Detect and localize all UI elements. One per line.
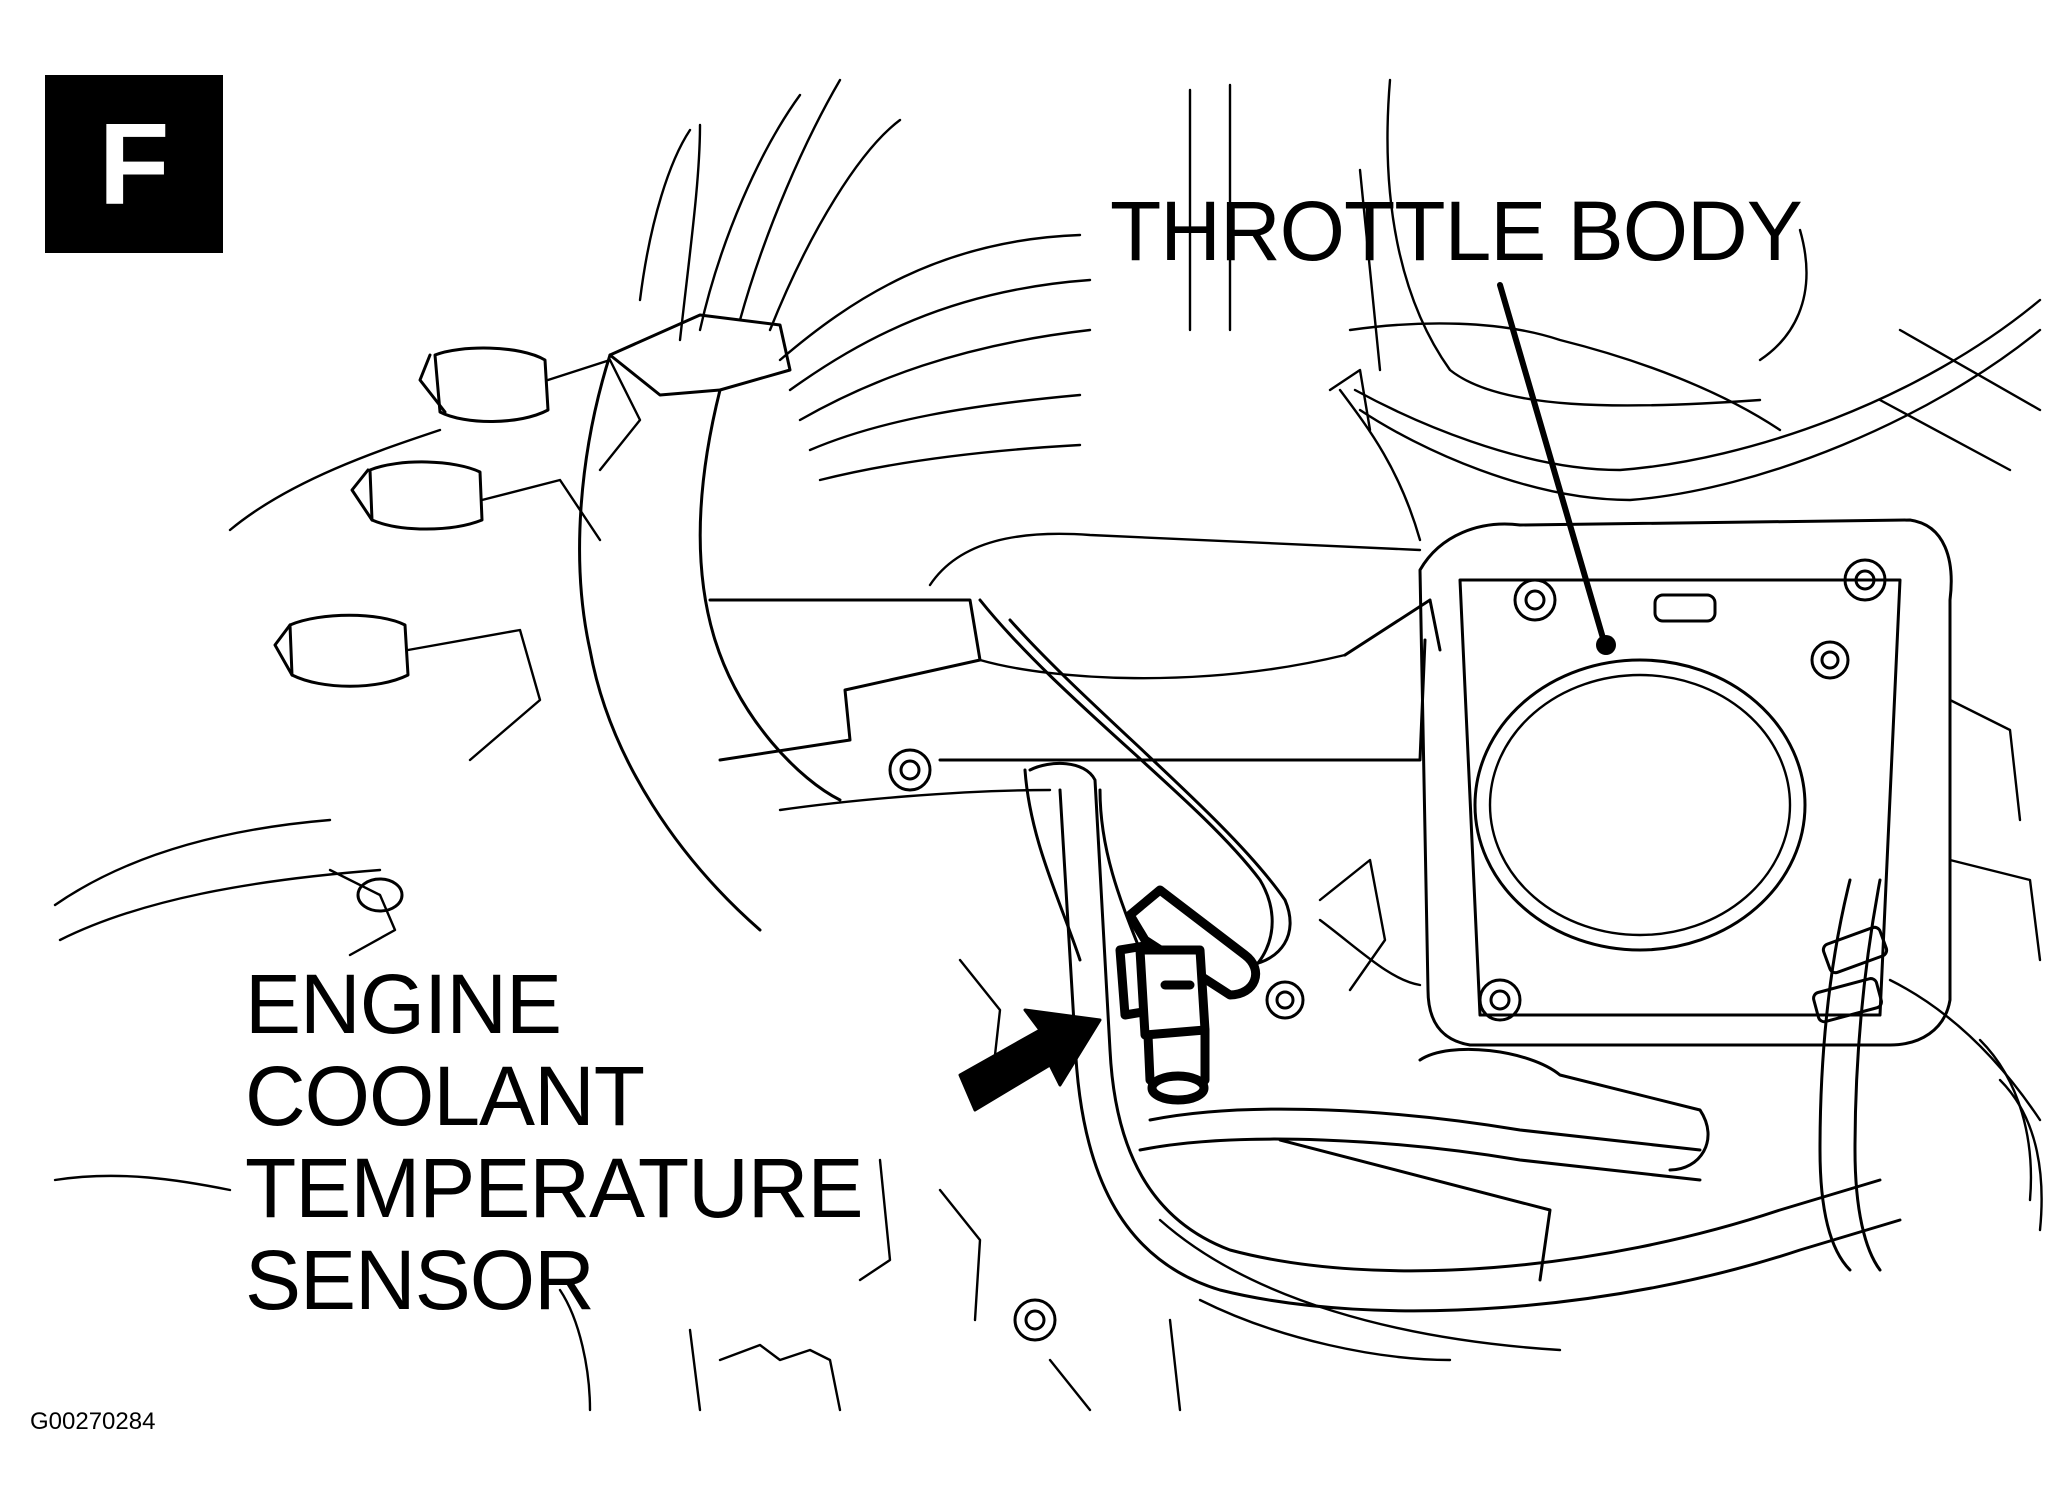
section-badge: F (45, 75, 223, 253)
throttle-body (1328, 298, 2042, 1047)
bypass-hose (978, 598, 1422, 992)
ect-label-line: SENSOR (245, 1233, 595, 1327)
sensor-pointer-arrow (958, 1008, 1102, 1112)
intake-plenum (578, 313, 1442, 932)
throttle-body-leader (1497, 282, 1616, 655)
intake-runners (638, 78, 2042, 482)
right-hoses (1812, 878, 2043, 1272)
throttle-body-label: THROTTLE BODY (1110, 184, 1803, 278)
ect-sensor-label: ENGINE COOLANT TEMPERATURE SENSOR (245, 957, 863, 1327)
coolant-pipe (558, 748, 1902, 1412)
ect-label-line: ENGINE (245, 957, 562, 1051)
ignition-coil-pack (53, 346, 642, 1192)
ect-label-line: TEMPERATURE (245, 1141, 863, 1235)
ect-sensor (1115, 885, 1261, 1105)
ect-label-line: COOLANT (245, 1049, 645, 1143)
figure-id: G00270284 (30, 1408, 156, 1435)
